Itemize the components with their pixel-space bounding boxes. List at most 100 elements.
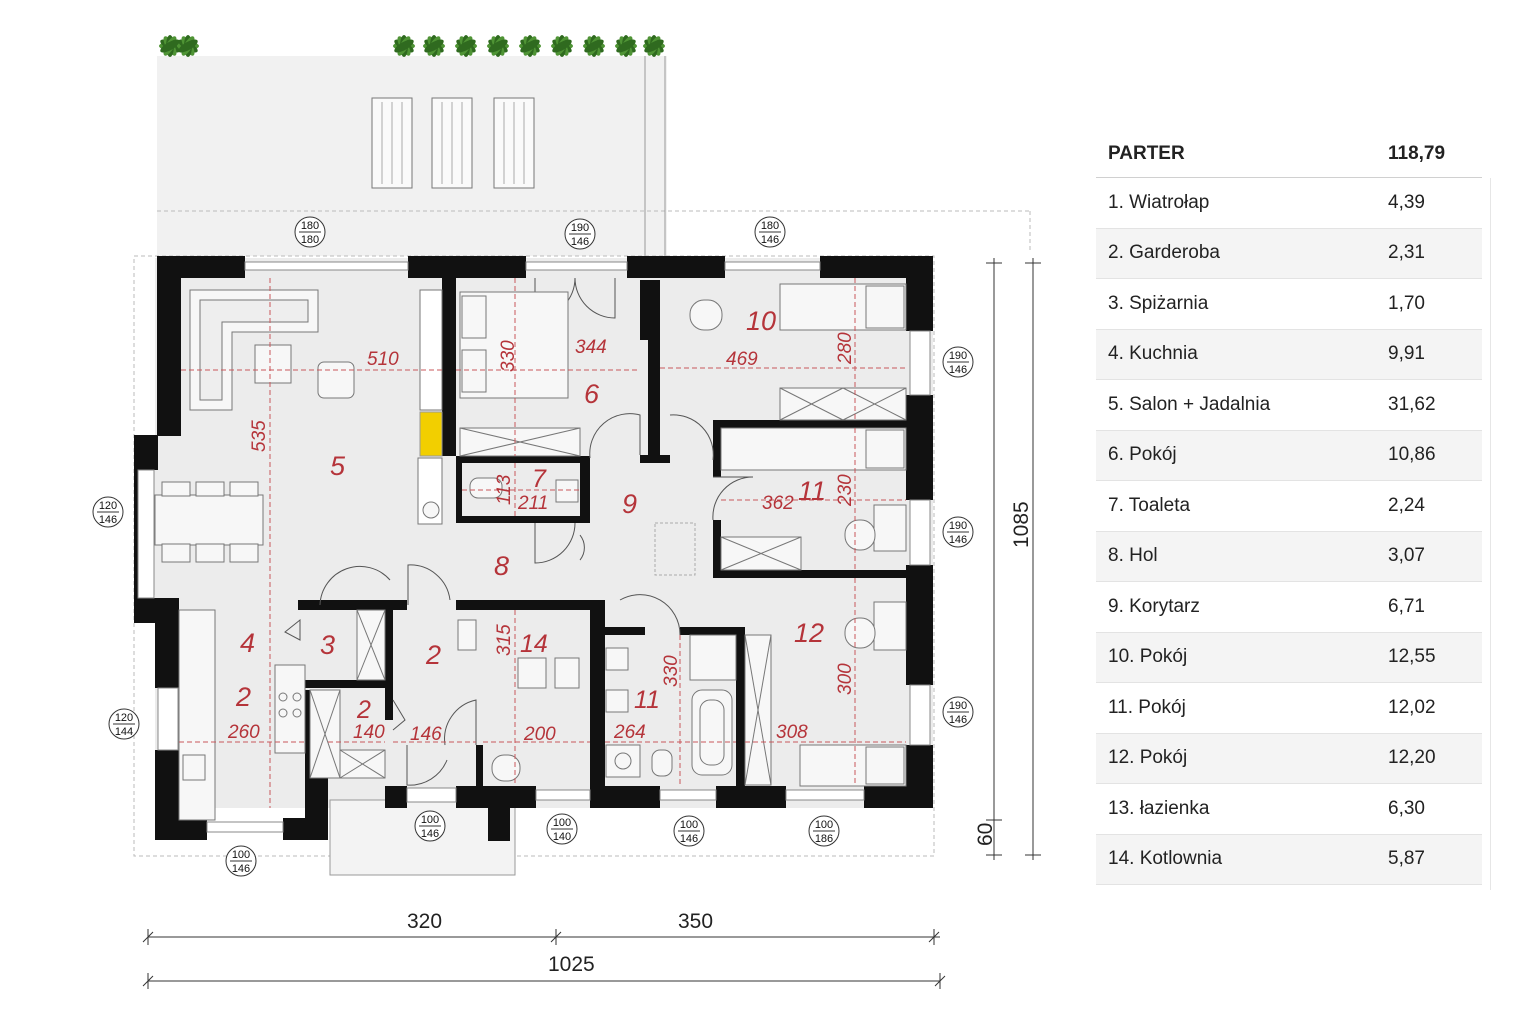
room-11b-label: 11 [634, 686, 660, 714]
outer-dimension-lines [142, 258, 1041, 989]
door-swings [284, 277, 754, 786]
window-width: 100 [680, 819, 698, 831]
window-height: 146 [949, 714, 967, 726]
interior-walls [298, 256, 908, 808]
inner-dimension-values: 510 535 330 344 469 280 113 211 362 230 … [227, 332, 856, 745]
window-height: 146 [232, 863, 250, 875]
window-width: 100 [553, 817, 571, 829]
plant-icon [393, 35, 415, 57]
window-height: 146 [421, 828, 439, 840]
window-width: 190 [949, 520, 967, 532]
table-row: 10. Pokój 12,55 [1096, 632, 1482, 683]
room-area: 6,30 [1388, 797, 1425, 819]
room-name: 4. Kuchnia [1108, 343, 1198, 365]
window-height: 146 [680, 833, 698, 845]
svg-text:1085: 1085 [1010, 501, 1033, 548]
plant-icon [159, 35, 181, 57]
room-name: 5. Salon + Jadalnia [1108, 393, 1271, 415]
room-area: 6,71 [1388, 595, 1425, 617]
room-area: 1,70 [1388, 292, 1425, 314]
window-height: 146 [99, 514, 117, 526]
svg-text:1025: 1025 [548, 953, 595, 976]
svg-text:140: 140 [353, 722, 385, 743]
window-width: 100 [421, 814, 439, 826]
fireplace [419, 411, 443, 457]
room-2c-label: 2 [356, 696, 371, 724]
svg-text:260: 260 [227, 722, 260, 743]
room-name: 8. Hol [1108, 545, 1158, 567]
room-number-labels: 5 6 7 8 9 10 11 11 12 14 4 3 2 2 2 [235, 306, 826, 724]
room-area: 4,39 [1388, 191, 1425, 213]
window-height: 186 [815, 833, 833, 845]
plant-icon [583, 35, 605, 57]
table-row: 1. Wiatrołap 4,39 [1096, 178, 1482, 229]
room-area: 31,62 [1388, 393, 1436, 415]
window-width: 190 [949, 700, 967, 712]
window-width: 190 [571, 222, 589, 234]
window-width: 100 [815, 819, 833, 831]
table-row: 8. Hol 3,07 [1096, 531, 1482, 582]
table-divider [1490, 178, 1491, 890]
window-height: 146 [949, 364, 967, 376]
window-height: 146 [761, 234, 779, 246]
window-width: 180 [301, 220, 319, 232]
window-height: 146 [949, 534, 967, 546]
svg-text:330: 330 [498, 340, 519, 372]
room-9-label: 9 [622, 489, 637, 519]
floor-name: PARTER [1108, 142, 1185, 164]
svg-text:200: 200 [523, 724, 556, 745]
svg-text:280: 280 [835, 332, 856, 365]
room-area: 3,07 [1388, 545, 1425, 567]
window-height: 144 [115, 726, 133, 738]
window-height: 180 [301, 234, 319, 246]
plant-icon [519, 35, 541, 57]
svg-text:60: 60 [974, 823, 997, 846]
svg-text:362: 362 [762, 493, 794, 514]
table-row: 5. Salon + Jadalnia 31,62 [1096, 380, 1482, 431]
svg-text:510: 510 [367, 349, 399, 370]
room-6-label: 6 [584, 379, 600, 409]
window-width: 100 [232, 849, 250, 861]
svg-text:300: 300 [835, 663, 856, 695]
room-5-label: 5 [330, 451, 346, 481]
svg-text:211: 211 [517, 493, 548, 514]
furniture [154, 283, 907, 821]
room-name: 2. Garderoba [1108, 242, 1220, 264]
window-height: 140 [553, 831, 571, 843]
room-name: 1. Wiatrołap [1108, 191, 1210, 213]
room-8-label: 8 [494, 551, 509, 581]
svg-text:113: 113 [494, 474, 515, 505]
plant-icon [177, 35, 199, 57]
room-name: 12. Pokój [1108, 747, 1188, 769]
room-name: 10. Pokój [1108, 646, 1188, 668]
room-area-table: PARTER 118,79 1. Wiatrołap 4,39 2. Gardero… [1096, 130, 1482, 885]
window-width: 180 [761, 220, 779, 232]
svg-text:320: 320 [407, 910, 442, 933]
room-name: 13. łazienka [1108, 797, 1210, 819]
outer-dimension-values: 320 350 1025 1085 60 [407, 501, 1033, 976]
room-area: 12,55 [1388, 646, 1436, 668]
room-11-label: 11 [798, 476, 826, 506]
window-width: 190 [949, 350, 967, 362]
room-7-label: 7 [532, 465, 547, 493]
floor-total-area: 118,79 [1388, 142, 1446, 164]
svg-text:308: 308 [776, 722, 808, 743]
window-tags: 1801801901461801461901461901461901461201… [92, 216, 974, 877]
inner-dimension-lines [179, 278, 906, 808]
plant-icon [455, 35, 477, 57]
svg-text:146: 146 [410, 724, 442, 745]
